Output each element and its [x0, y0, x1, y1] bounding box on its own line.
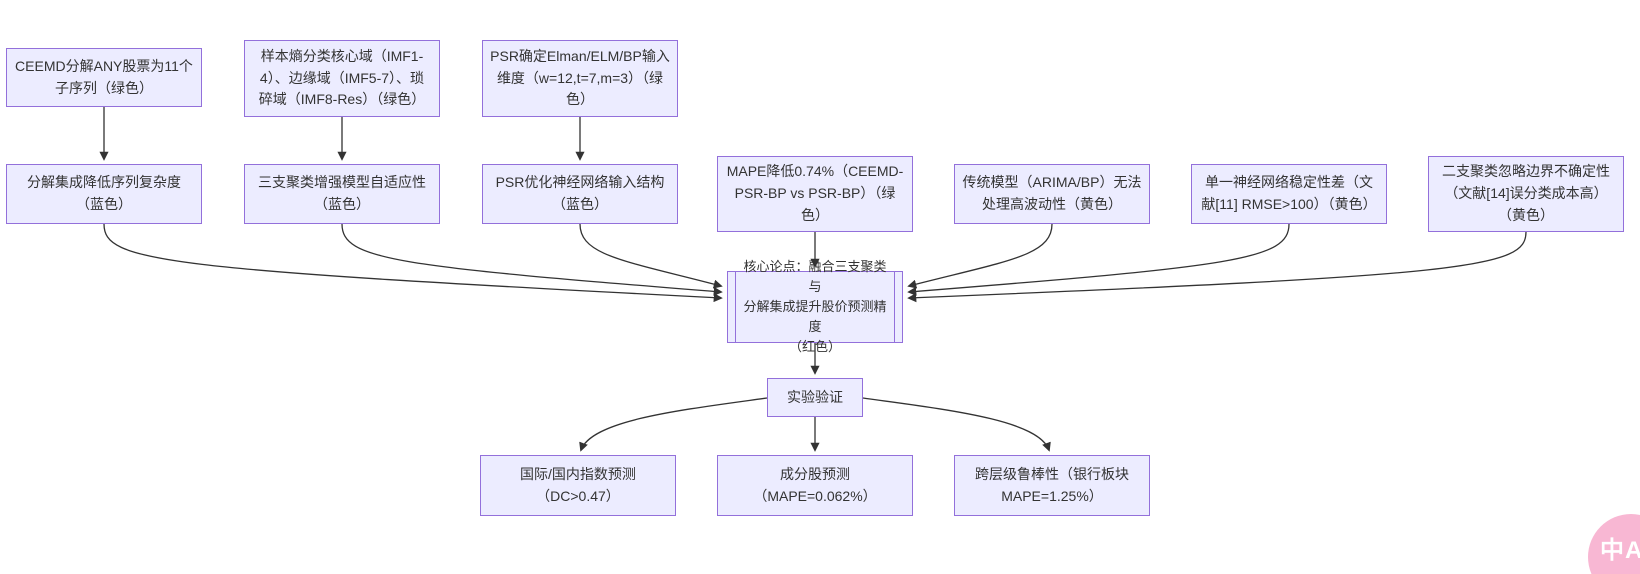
- edge-decomposition-to-core: [103, 223, 723, 303]
- node-component-stock-prediction: 成分股预测 （MAPE=0.062%）: [717, 455, 913, 516]
- node-cross-level-robustness: 跨层级鲁棒性（银行板块 MAPE=1.25%）: [954, 455, 1150, 516]
- translate-badge[interactable]: 中A: [1588, 514, 1640, 574]
- node-two-way-clustering-limitation: 二支聚类忽略边界不确定性 （文献[14]误分类成本高） （黄色）: [1428, 156, 1624, 232]
- edge-experiment-to-robustness: [862, 397, 1051, 452]
- node-mape-evidence: MAPE降低0.74%（CEEMD- PSR-BP vs PSR-BP）（绿 色…: [717, 156, 913, 232]
- node-ceemd: CEEMD分解ANY股票为11个 子序列（绿色）: [6, 48, 202, 107]
- edge-traditional-to-core: [907, 223, 1053, 289]
- node-core-thesis: 核心论点：融合三支聚类与 分解集成提升股价预测精度 （红色）: [727, 259, 903, 354]
- node-psr-dimension: PSR确定Elman/ELM/BP输入 维度（w=12,t=7,m=3）（绿 色…: [482, 40, 678, 117]
- node-experiment-validation: 实验验证: [767, 378, 863, 417]
- node-sample-entropy: 样本熵分类核心域（IMF1- 4）、边缘域（IMF5-7）、琐 碎域（IMF8-…: [244, 40, 440, 117]
- node-decomposition-benefit: 分解集成降低序列复杂度 （蓝色）: [6, 164, 202, 224]
- node-single-nn-limitation: 单一神经网络稳定性差（文 献[11] RMSE>100）（黄色）: [1191, 164, 1387, 224]
- translate-badge-label: 中A: [1600, 537, 1640, 564]
- edge-two-way-to-core: [907, 231, 1527, 303]
- node-index-prediction: 国际/国内指数预测 （DC>0.47）: [480, 455, 676, 516]
- node-three-way-clustering-benefit: 三支聚类增强模型自适应性 （蓝色）: [244, 164, 440, 224]
- node-traditional-model-limitation: 传统模型（ARIMA/BP）无法 处理高波动性（黄色）: [954, 164, 1150, 224]
- node-psr-structure-benefit: PSR优化神经网络输入结构 （蓝色）: [482, 164, 678, 224]
- edge-experiment-to-index: [579, 397, 768, 452]
- edge-single-nn-to-core: [907, 223, 1290, 296]
- edge-psr-structure-to-core: [579, 223, 723, 289]
- edge-three-way-to-core: [341, 223, 723, 296]
